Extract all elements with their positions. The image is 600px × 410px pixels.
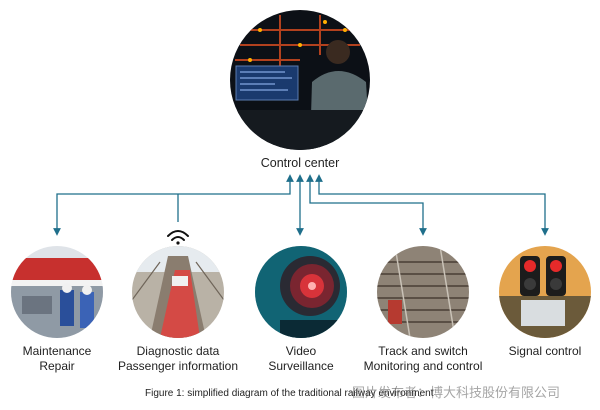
node-signal-label: Signal control xyxy=(509,344,582,359)
node-signal-line1: Signal control xyxy=(509,344,582,359)
wifi-icon xyxy=(168,231,188,245)
maintenance-image xyxy=(11,246,103,338)
node-track-label: Track and switch Monitoring and control xyxy=(364,344,483,374)
node-diagnostic-line2: Passenger information xyxy=(118,359,238,374)
publisher-watermark: 图片发布者：博大科技股份有限公司 xyxy=(352,382,560,401)
diagnostic-image xyxy=(132,246,224,338)
node-diagnostic-line1: Diagnostic data xyxy=(118,344,238,359)
signal-image xyxy=(499,246,591,338)
node-video-label: Video Surveillance xyxy=(268,344,333,374)
control-center-label: Control center xyxy=(261,156,340,171)
node-maintenance-line1: Maintenance xyxy=(23,344,92,359)
node-video-line1: Video xyxy=(268,344,333,359)
track-image xyxy=(377,246,469,338)
control-center-image xyxy=(230,10,370,150)
node-video-line2: Surveillance xyxy=(268,359,333,374)
video-image xyxy=(255,246,347,338)
node-track-line1: Track and switch xyxy=(364,344,483,359)
connector-maintenance xyxy=(57,178,290,232)
connector-track xyxy=(310,178,423,232)
node-maintenance-label: Maintenance Repair xyxy=(23,344,92,374)
node-track-line2: Monitoring and control xyxy=(364,359,483,374)
node-diagnostic-label: Diagnostic data Passenger information xyxy=(118,344,238,374)
node-maintenance-line2: Repair xyxy=(23,359,92,374)
connector-lines xyxy=(57,178,545,232)
connector-signal xyxy=(319,178,545,232)
